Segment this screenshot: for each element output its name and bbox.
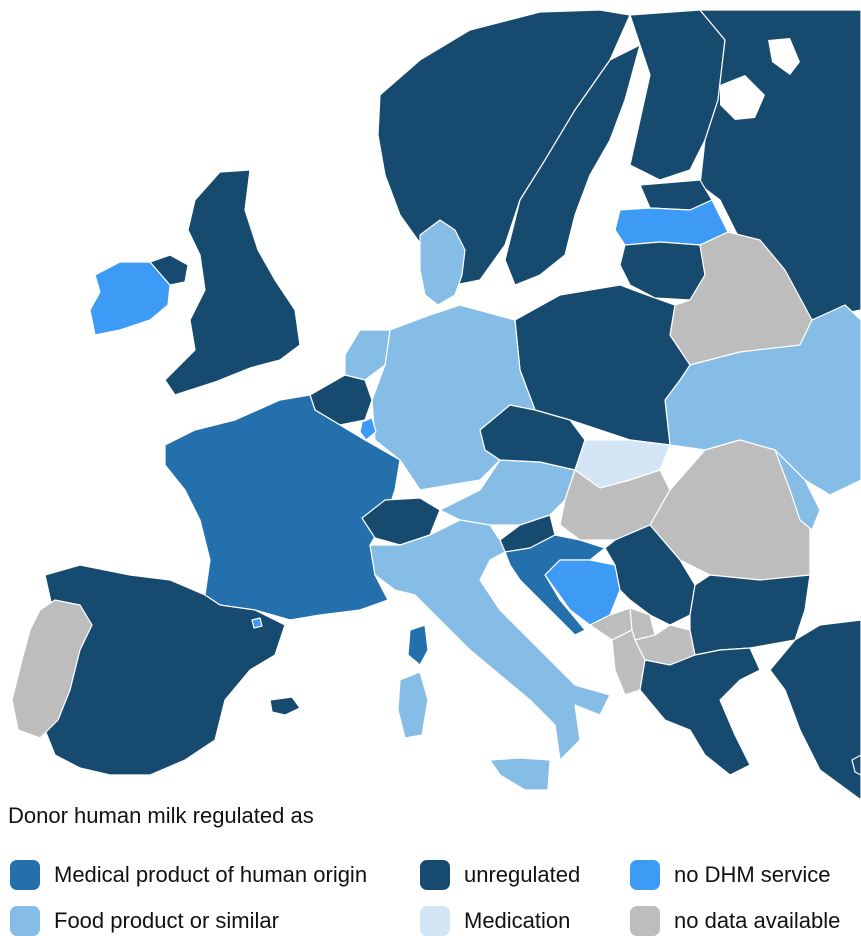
country-serbia: [604, 524, 696, 626]
country-turkey: [769, 619, 861, 800]
lake-ladoga: [720, 75, 765, 120]
legend-label-no-data: no data available: [674, 908, 841, 933]
country-andorra: [251, 617, 263, 629]
island-sicily: [489, 757, 551, 791]
country-portugal: [11, 599, 93, 739]
legend-swatch-unregulated: [420, 860, 450, 890]
legend-label-medical: Medical product of human origin: [54, 862, 368, 887]
legend-swatch-no-dhm: [630, 860, 660, 890]
country-ireland: [89, 261, 171, 336]
legend-item-unregulated: unregulated: [420, 860, 580, 890]
country-moldova: [774, 449, 821, 531]
country-uk: [164, 169, 301, 396]
country-bulgaria: [689, 574, 811, 656]
island-cyprus: [851, 754, 861, 776]
island-balearic: [269, 696, 301, 716]
europe-map: [11, 10, 861, 800]
country-italy: [369, 519, 611, 761]
legend-swatch-food: [10, 906, 40, 936]
island-corsica: [407, 624, 429, 666]
country-sweden: [504, 44, 641, 286]
country-switzerland: [361, 497, 441, 546]
legend-item-medical: Medical product of human origin: [10, 860, 367, 890]
legend-title: Donor human milk regulated as: [8, 803, 314, 828]
legend-item-no-dhm: no DHM service: [630, 860, 830, 890]
legend-item-medication: Medication: [420, 906, 570, 936]
legend-label-medication: Medication: [464, 908, 571, 933]
lake-onega: [768, 38, 800, 75]
country-greece: [639, 647, 761, 776]
island-sardinia: [397, 671, 429, 739]
legend-swatch-medication: [420, 906, 450, 936]
legend-item-food: Food product or similar: [10, 906, 279, 936]
legend-label-no-dhm: no DHM service: [674, 862, 831, 887]
legend-swatch-no-data: [630, 906, 660, 936]
country-northern-ireland: [149, 254, 189, 286]
legend-label-unregulated: unregulated: [464, 862, 581, 887]
country-denmark: [419, 219, 466, 306]
legend-item-no-data: no data available: [630, 906, 840, 936]
country-luxembourg: [359, 417, 377, 441]
legend-swatch-medical: [10, 860, 40, 890]
legend-label-food: Food product or similar: [54, 908, 279, 933]
